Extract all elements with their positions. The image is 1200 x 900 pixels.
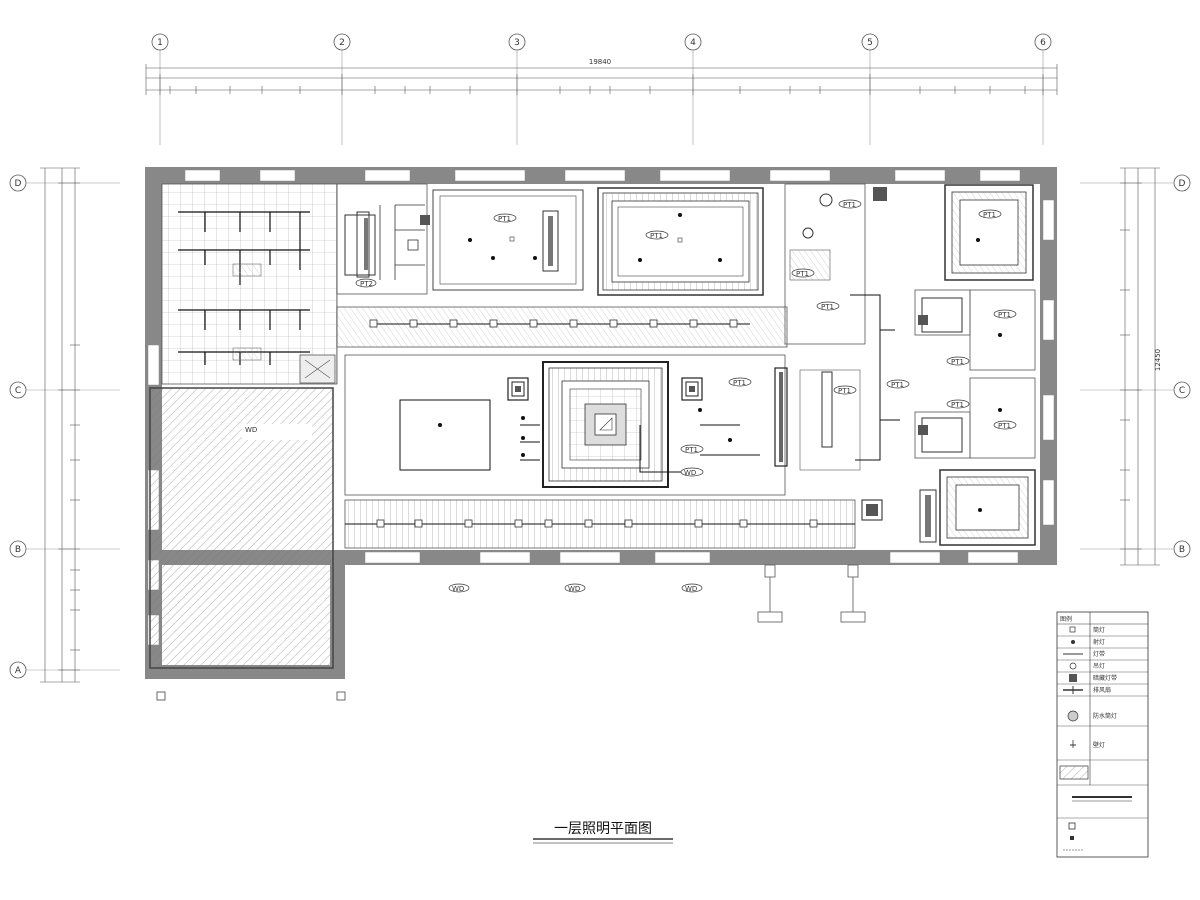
row-axis-bubbles-right: D C B [1080,174,1191,558]
axis-bubble-3: 3 [508,33,526,145]
hatched-room-tag: WD [245,426,257,434]
legend-item-8: 壁灯 [1093,741,1105,749]
room-r3-tag-2: PT1 [951,401,964,409]
legend-row-2: 射灯 [1057,638,1148,649]
axis-bubble-4: 4 [684,33,702,145]
tiled-room [161,183,338,385]
ext-tag-2: WD [568,585,580,593]
room-right-2: PT1 PT1 [914,289,1036,371]
legend-row-8: 壁灯 [1057,740,1148,761]
right-circulation: PT1 PT1 PT1 PT1 PT1 [784,183,910,521]
drawing-title: 一层照明平面图 [554,821,652,837]
room-r1-tag: PT1 [983,211,996,219]
room-right-1: PT1 [944,184,1034,281]
axis-bubble-2: 2 [333,33,351,145]
top-dimension-chain [145,64,1058,95]
room-top-left-2: PT1 [432,189,584,291]
right-dimension-chain [1120,167,1160,566]
axis-label-4: 4 [690,38,696,48]
axis-bubble-1: 1 [151,33,169,145]
legend-item-7: 防水筒灯 [1093,712,1117,720]
axis-label-6: 6 [1040,38,1046,48]
room2-tag: PT1 [498,215,511,223]
hall-tag-3: WD [684,469,696,477]
legend-item-6: 排风扇 [1093,686,1111,694]
circ-tag-4: PT1 [838,387,851,395]
legend-item-4: 吊灯 [1093,662,1105,670]
overall-height-dimension: 12450 [1154,349,1162,371]
axis-label-b-left: B [15,545,21,555]
legend-row-5: 暗藏灯带 [1057,674,1148,685]
ext-tag-3: WD [685,585,697,593]
hall-tag-2: PT1 [685,446,698,454]
row-axis-bubbles-left: D C B A [9,174,120,679]
legend-table: 图例 筒灯 射灯 灯带 吊灯 暗藏灯带 [1056,611,1149,858]
circ-tag-1: PT1 [843,201,856,209]
axis-label-3: 3 [514,38,520,48]
legend-item-5: 暗藏灯带 [1093,674,1117,682]
legend-item-2: 射灯 [1093,638,1105,646]
hatched-room: WD [149,387,334,669]
axis-label-c-right: C [1179,386,1185,396]
central-hall: PT1 PT1 WD [344,354,788,496]
axis-label-a-left: A [15,666,22,676]
circ-tag-5: PT1 [891,381,904,389]
exterior-fixtures [757,564,866,623]
drawing-title-block: 一层照明平面图 [533,821,673,844]
legend-row-3: 灯带 [1057,650,1148,661]
hall-tag: PT1 [733,379,746,387]
room-top-left-1: PT2 [336,183,430,295]
room-right-4 [919,469,1036,546]
corridor-bottom [344,499,856,549]
room-r2-tag: PT1 [998,311,1011,319]
axis-bubble-5: 5 [861,33,879,145]
ext-tag-1: WD [452,585,464,593]
legend-row-1: 筒灯 [1057,626,1148,637]
overall-width-dimension: 19840 [589,58,611,66]
room-right-3: PT1 PT1 [914,377,1036,459]
room-top-center: PT1 [597,187,764,296]
legend-item-1: 筒灯 [1093,626,1105,634]
axis-label-2: 2 [339,38,345,48]
left-dimension-chain [40,167,80,683]
legend-item-3: 灯带 [1093,650,1105,658]
room-r2-tag-2: PT1 [951,358,964,366]
legend-header: 图例 [1060,615,1072,623]
room3-tag: PT1 [650,232,663,240]
corridor-top [336,306,788,348]
entrance-marks [156,691,346,701]
room1-tag: PT2 [360,280,373,288]
axis-bubble-6: 6 [1034,33,1052,145]
exterior-tags: WD WD WD [448,583,703,593]
column-axis-bubbles: 1 2 3 4 5 6 [151,33,1052,145]
axis-label-d-left: D [15,179,22,189]
axis-label-c-left: C [15,386,21,396]
circ-tag-2: PT1 [796,270,809,278]
room-r3-tag: PT1 [998,422,1011,430]
legend-row-4: 吊灯 [1057,662,1148,673]
legend-row-7: 防水筒灯 [1057,710,1148,727]
circ-tag-3: PT1 [821,303,834,311]
axis-label-5: 5 [867,38,873,48]
axis-label-d-right: D [1179,179,1186,189]
legend-row-6: 排风扇 [1057,686,1148,697]
axis-label-b-right: B [1179,545,1185,555]
axis-label-1: 1 [157,38,163,48]
